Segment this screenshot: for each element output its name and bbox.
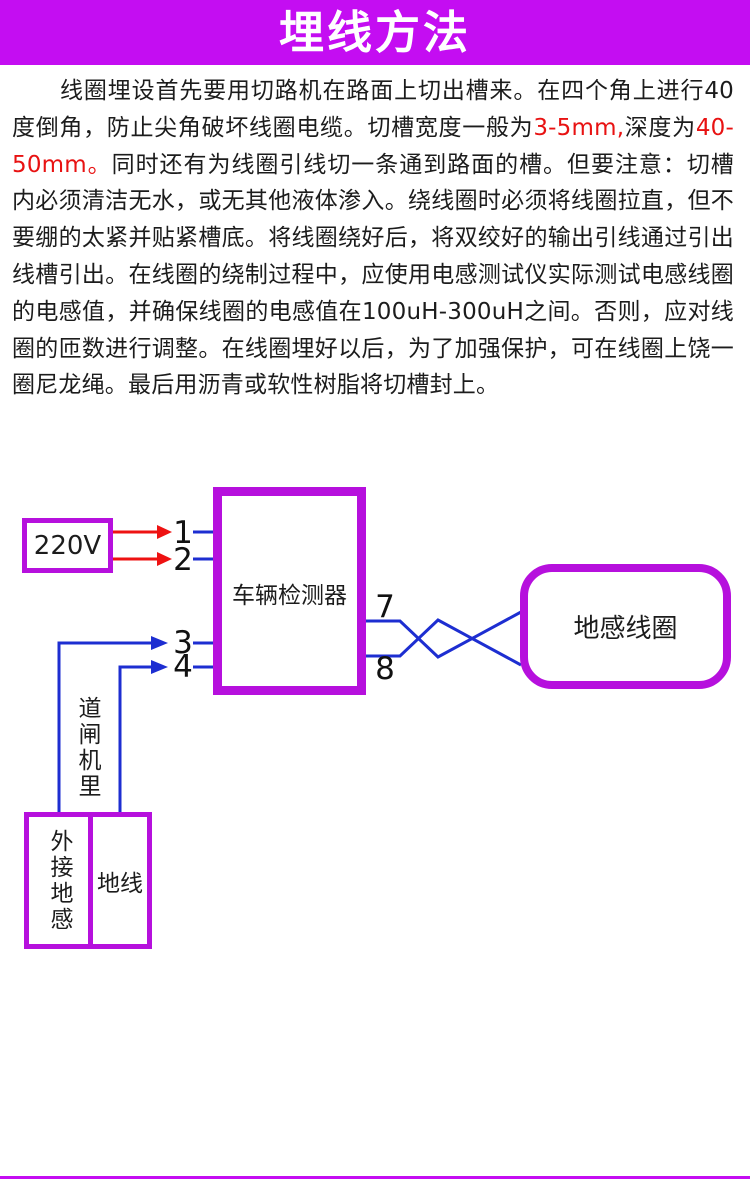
ground-wire-cell: 地线 bbox=[93, 817, 147, 944]
page-title: 埋线方法 bbox=[278, 6, 471, 59]
wiring-lines bbox=[57, 525, 522, 813]
pin-label-3: 3 bbox=[173, 625, 193, 661]
para-highlight-depth: 40-50mm。 bbox=[12, 114, 734, 178]
terminal-box: 外接地感 地线 bbox=[24, 812, 152, 949]
pin-label-1: 1 bbox=[173, 515, 193, 551]
wiring-diagram: 220V 车辆检测器 地感线圈 1 2 3 4 7 8 道闸机里 外接地感 地线 bbox=[0, 440, 750, 1000]
coil-wire-8 bbox=[366, 618, 522, 667]
bottom-divider bbox=[0, 1176, 750, 1179]
ground-arrow-3 bbox=[151, 636, 168, 650]
ground-wire-4 bbox=[118, 665, 151, 813]
para-text-3: 同时还有为线圈引线切一条通到路面的槽。但要注意：切槽内必须清洁无水，或无其他液体… bbox=[12, 151, 735, 399]
power-arrow-1 bbox=[157, 525, 172, 539]
ground-wire-3 bbox=[57, 641, 151, 813]
para-text-1: 线圈埋设首先要用切路机在路面上切出槽来。在四个角上进行40度倒角，防止尖角破坏线… bbox=[12, 78, 734, 141]
power-box: 220V bbox=[22, 518, 113, 573]
para-text-2: 深度为 bbox=[624, 114, 696, 141]
title-banner: 埋线方法 bbox=[0, 0, 750, 65]
detector-box-label: 车辆检测器 bbox=[232, 583, 347, 609]
pin-label-7: 7 bbox=[375, 589, 395, 625]
external-sensor-label: 外接地感 bbox=[46, 828, 72, 933]
pin-label-2: 2 bbox=[173, 542, 193, 578]
para-highlight-width: 3-5mm, bbox=[533, 114, 625, 141]
external-sensor-cell: 外接地感 bbox=[29, 817, 93, 944]
pin-label-8: 8 bbox=[375, 651, 395, 687]
coil-box-label: 地感线圈 bbox=[573, 614, 678, 644]
coil-box: 地感线圈 bbox=[520, 564, 731, 689]
ground-arrow-4 bbox=[151, 660, 168, 674]
instructions-paragraph: 线圈埋设首先要用切路机在路面上切出槽来。在四个角上进行40度倒角，防止尖角破坏线… bbox=[12, 73, 734, 404]
gate-machine-label: 道闸机里 bbox=[74, 696, 100, 800]
pin-label-4: 4 bbox=[173, 649, 193, 685]
detector-box: 车辆检测器 bbox=[213, 487, 366, 695]
power-box-label: 220V bbox=[33, 530, 102, 561]
power-arrow-2 bbox=[157, 552, 172, 566]
ground-wire-label: 地线 bbox=[97, 870, 143, 897]
